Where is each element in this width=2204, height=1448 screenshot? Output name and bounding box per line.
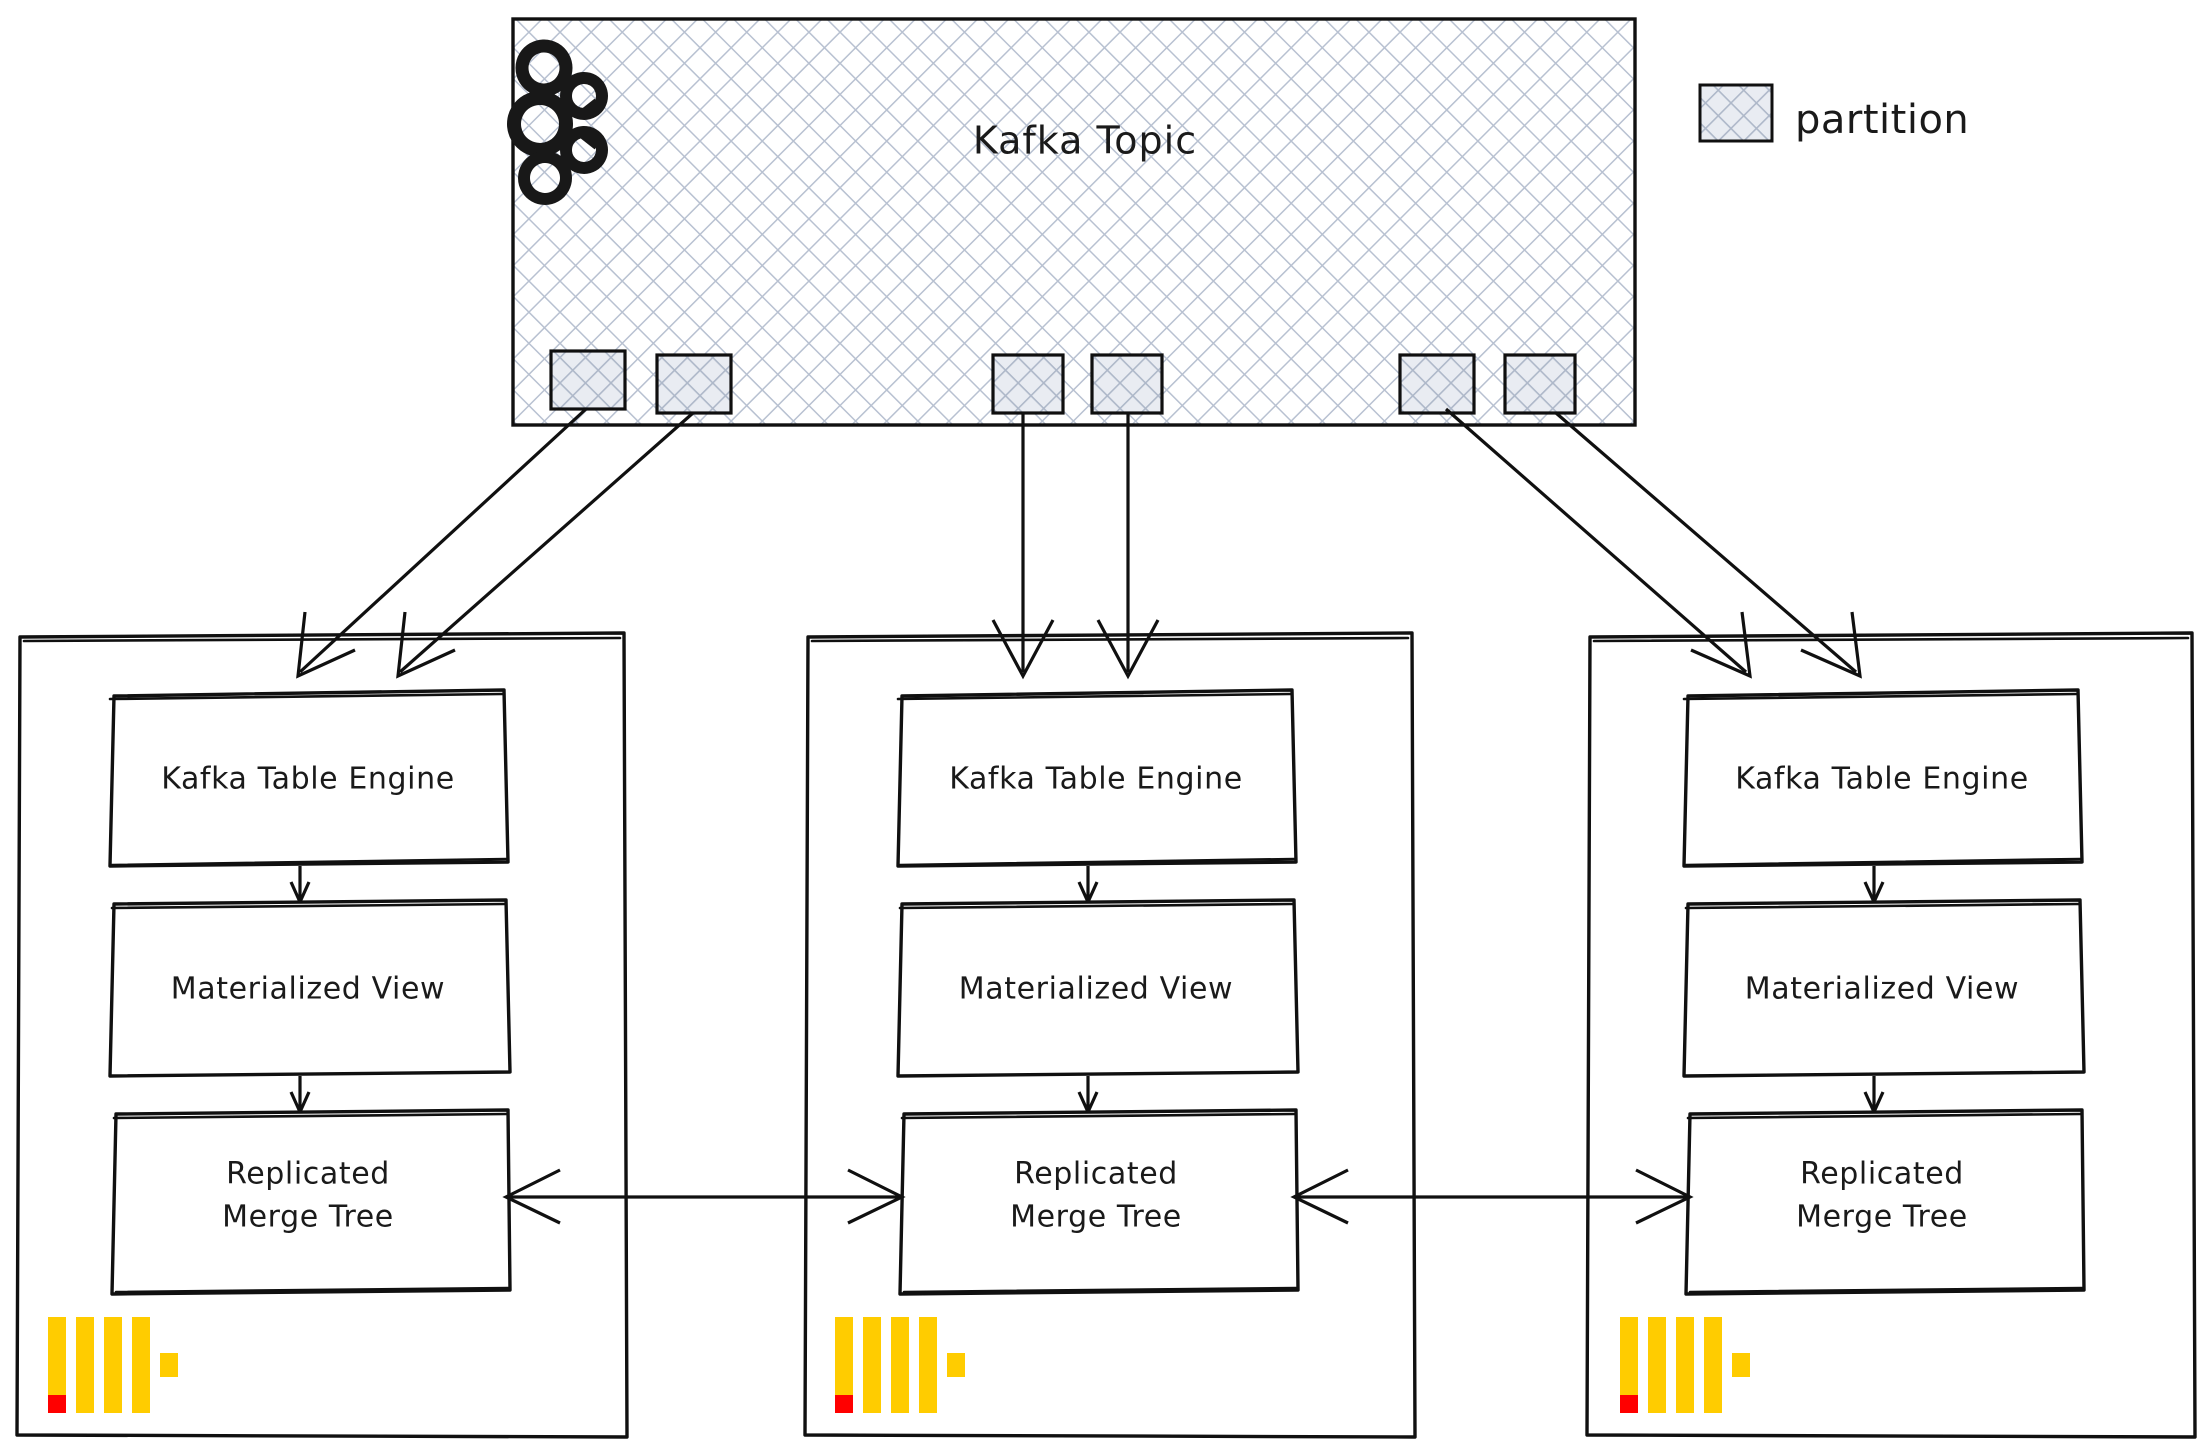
cluster-3[interactable]: Kafka Table Engine Materialized View <box>1585 631 2197 1439</box>
edge-replication-1-2 <box>502 1168 906 1225</box>
partition-box[interactable] <box>1503 353 1577 415</box>
partition-box[interactable] <box>549 349 627 411</box>
legend: partition <box>1698 83 1969 143</box>
clickhouse-logo-icon <box>1620 1317 1750 1413</box>
edge-partition-to-cluster-1b <box>396 411 695 679</box>
edge-view-to-table-3 <box>1863 1076 1885 1116</box>
clickhouse-logo-icon <box>48 1317 178 1413</box>
kafka-table-engine-3-label: Kafka Table Engine <box>1735 762 2029 797</box>
kafka-table-engine-1-label: Kafka Table Engine <box>161 762 455 797</box>
legend-swatch-icon <box>1698 83 1774 143</box>
replicated-merge-tree-1-line2: Merge Tree <box>222 1200 394 1235</box>
materialized-view-2-label: Materialized View <box>959 972 1233 1007</box>
materialized-view-3-label: Materialized View <box>1745 972 2019 1007</box>
legend-label: partition <box>1795 97 1969 143</box>
kafka-logo-icon <box>507 39 608 205</box>
edge-partition-to-cluster-1a <box>296 407 588 679</box>
edge-partition-to-cluster-3a <box>1444 407 1752 679</box>
partition-box[interactable] <box>1090 353 1164 415</box>
kafka-table-engine-1[interactable]: Kafka Table Engine <box>108 688 510 868</box>
kafka-table-engine-3[interactable]: Kafka Table Engine <box>1682 688 2084 868</box>
replicated-merge-tree-1[interactable]: Replicated Merge Tree <box>110 1108 512 1296</box>
cluster-1[interactable]: Kafka Table Engine Materialized View <box>15 631 629 1439</box>
kafka-topic-label: Kafka Topic <box>973 119 1197 163</box>
edge-replication-2-3 <box>1290 1168 1694 1225</box>
edge-partition-to-cluster-3b <box>1554 411 1862 679</box>
partition-box[interactable] <box>655 353 733 415</box>
partition-box[interactable] <box>1398 353 1476 415</box>
kafka-table-engine-2[interactable]: Kafka Table Engine <box>896 688 1298 868</box>
replicated-merge-tree-1-line1: Replicated <box>226 1157 390 1192</box>
materialized-view-3[interactable]: Materialized View <box>1682 898 2086 1078</box>
replicated-merge-tree-2-line2: Merge Tree <box>1010 1200 1182 1235</box>
edge-view-to-table-2 <box>1077 1076 1099 1116</box>
materialized-view-1-label: Materialized View <box>171 972 445 1007</box>
edge-view-to-table-1 <box>289 1076 311 1116</box>
replicated-merge-tree-3[interactable]: Replicated Merge Tree <box>1684 1108 2086 1296</box>
replicated-merge-tree-3-line2: Merge Tree <box>1796 1200 1968 1235</box>
edge-engine-to-view-2 <box>1077 866 1099 906</box>
kafka-table-engine-2-label: Kafka Table Engine <box>949 762 1243 797</box>
edge-engine-to-view-3 <box>1863 866 1885 906</box>
edge-engine-to-view-1 <box>289 866 311 906</box>
replicated-merge-tree-2-line1: Replicated <box>1014 1157 1178 1192</box>
cluster-2[interactable]: Kafka Table Engine Materialized View <box>803 631 1417 1439</box>
partition-box[interactable] <box>991 353 1065 415</box>
replicated-merge-tree-2[interactable]: Replicated Merge Tree <box>898 1108 1300 1296</box>
materialized-view-1[interactable]: Materialized View <box>108 898 512 1078</box>
clickhouse-logo-icon <box>835 1317 965 1413</box>
replicated-merge-tree-3-line1: Replicated <box>1800 1157 1964 1192</box>
materialized-view-2[interactable]: Materialized View <box>896 898 1300 1078</box>
kafka-topic[interactable]: Kafka Topic <box>507 17 1637 427</box>
